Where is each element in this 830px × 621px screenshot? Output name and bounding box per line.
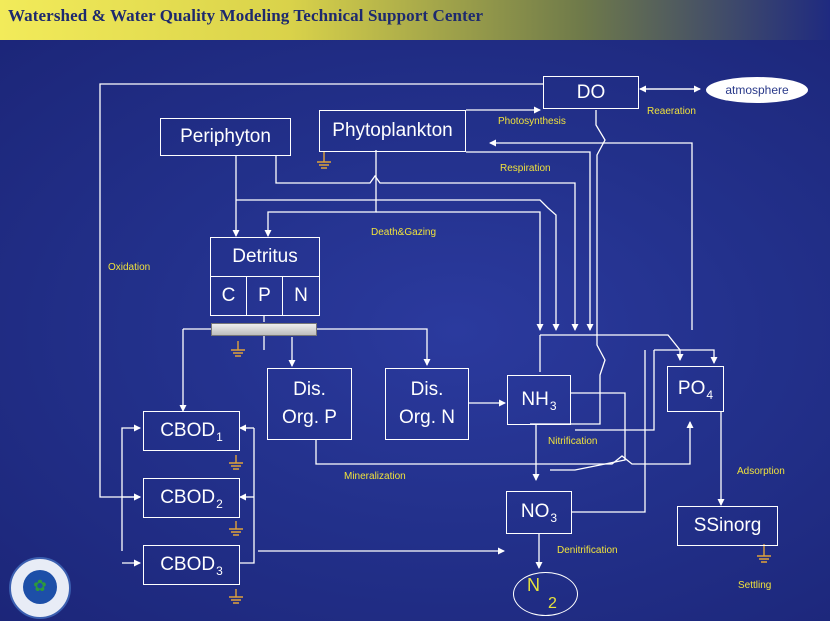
no3-subscript: 3	[550, 511, 558, 525]
no3-label: NO	[520, 501, 550, 522]
dis-org-n-node[interactable]: Dis. Org. N	[385, 368, 469, 440]
cbod2-label: CBOD	[160, 486, 216, 508]
cbod3-label: CBOD	[160, 553, 216, 575]
nh3-label: NH	[521, 388, 549, 410]
ssinorg-node[interactable]: SSinorg	[677, 506, 778, 546]
label-nitrification: Nitrification	[548, 436, 598, 447]
diagram-canvas	[0, 40, 830, 621]
epa-seal-logo: ✿	[9, 557, 71, 619]
seal-center	[23, 570, 57, 604]
detritus-node[interactable]: Detritus	[210, 237, 320, 277]
detritus-settling-bar	[211, 323, 317, 336]
cbod2-subscript: 2	[216, 496, 223, 511]
detritus-p-cell[interactable]: P	[246, 276, 283, 316]
cbod3-subscript: 3	[216, 563, 223, 578]
n2-node[interactable]	[513, 572, 578, 616]
cbod3-node[interactable]: CBOD3	[143, 545, 240, 585]
detritus-n-cell[interactable]: N	[282, 276, 320, 316]
cbod2-node[interactable]: CBOD2	[143, 478, 240, 518]
header-title: Watershed & Water Quality Modeling Techn…	[8, 6, 484, 25]
label-reaeration: Reaeration	[647, 106, 696, 117]
label-death-gazing: Death&Gazing	[371, 227, 437, 238]
label-denitrification: Denitrification	[557, 545, 618, 556]
label-adsorption: Adsorption	[737, 466, 785, 477]
nh3-subscript: 3	[549, 398, 557, 413]
periphyton-node[interactable]: Periphyton	[160, 118, 291, 156]
label-settling: Settling	[738, 580, 772, 591]
n2-label: N	[527, 575, 540, 595]
label-oxidation: Oxidation	[108, 262, 151, 273]
label-photosynthesis: Photosynthesis	[498, 116, 566, 127]
cbod1-node[interactable]: CBOD1	[143, 411, 240, 451]
phytoplankton-node[interactable]: Phytoplankton	[319, 110, 466, 152]
atmosphere-node[interactable]: atmosphere	[706, 77, 808, 103]
do-node[interactable]: DO	[543, 76, 639, 109]
cbod1-subscript: 1	[216, 429, 223, 444]
po4-subscript: 4	[706, 387, 714, 402]
label-mineralization: Mineralization	[344, 471, 406, 482]
cbod1-label: CBOD	[160, 419, 216, 441]
n2-subscript: 2	[548, 595, 557, 612]
po4-node[interactable]: PO4	[667, 366, 724, 412]
flower-icon: ✿	[33, 578, 47, 595]
nh3-node[interactable]: NH3	[507, 375, 571, 425]
dis-org-p-node[interactable]: Dis. Org. P	[267, 368, 352, 440]
detritus-c-cell[interactable]: C	[210, 276, 247, 316]
label-respiration: Respiration	[500, 163, 551, 174]
no3-node[interactable]: NO3	[506, 491, 572, 534]
po4-label: PO	[677, 377, 706, 399]
header-banner: Watershed & Water Quality Modeling Techn…	[0, 0, 830, 40]
